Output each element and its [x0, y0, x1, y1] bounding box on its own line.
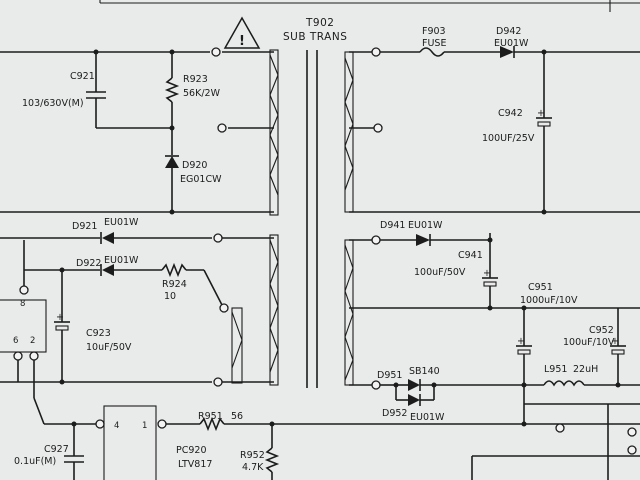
aux-winding: + [0, 232, 274, 387]
l951-value: 22uH [573, 364, 598, 375]
primary-snubber [0, 47, 274, 215]
c923-ref: C923 [86, 328, 111, 339]
r952-value: 4.7K [242, 462, 264, 473]
d922-ref: D922 [76, 258, 101, 269]
d941-value: EU01W [408, 220, 443, 231]
pc920-value: LTV817 [178, 459, 212, 470]
c942-value: 100UF/25V [482, 133, 535, 144]
ic-pin-6: 6 [13, 336, 18, 346]
c952-plus: + [611, 336, 619, 347]
l951-ref: L951 [544, 364, 567, 375]
transformer-ref: T902 [305, 17, 334, 29]
secondary-25v: + [349, 46, 640, 215]
c921-ref: C921 [70, 71, 95, 82]
c951-value: 1000uF/10V [520, 295, 578, 306]
d921-ref: D921 [72, 221, 97, 232]
pc920-ref: PC920 [176, 445, 207, 456]
warning-triangle-icon: ! [223, 16, 261, 49]
c952-value: 100uF/10V [563, 337, 615, 348]
r951-value: 56 [231, 411, 243, 422]
r952-ref: R952 [240, 450, 265, 461]
d920-value: EG01CW [180, 174, 222, 185]
c923-plus: + [56, 312, 64, 323]
c941-value: 100uF/50V [414, 267, 466, 278]
f903-ref: F903 [422, 26, 446, 37]
c951-ref: C951 [528, 282, 553, 293]
frame-lines [99, 0, 640, 12]
ic-pin-2: 2 [30, 336, 35, 346]
c921-value: 103/630V(M) [22, 98, 84, 109]
d951-ref: D951 [377, 370, 402, 381]
c923-value: 10uF/50V [86, 342, 132, 353]
secondary-10v: + + [349, 305, 640, 427]
control-ic [0, 240, 96, 425]
d922-value: EU01W [104, 255, 139, 266]
ic-pin-8: 8 [20, 299, 25, 309]
c942-plus: + [537, 108, 545, 119]
d952-value: EU01W [410, 412, 445, 423]
f903-value: FUSE [422, 38, 446, 49]
c941-plus: + [483, 268, 491, 279]
d951-value: SB140 [409, 366, 440, 377]
pc-pin-4: 4 [114, 421, 119, 431]
d942-ref: D942 [496, 26, 521, 37]
r924-ref: R924 [162, 279, 187, 290]
d920-ref: D920 [182, 160, 207, 171]
c942-ref: C942 [498, 108, 523, 119]
r951-ref: R951 [198, 411, 223, 422]
svg-text:!: ! [239, 34, 245, 49]
c927-ref: C927 [44, 444, 69, 455]
feedback-section [64, 404, 640, 480]
transformer-t902: T902 SUB TRANS [269, 17, 354, 388]
d941-ref: D941 [380, 220, 405, 231]
c927-value: 0.1uF(M) [14, 456, 56, 467]
d942-value: EU01W [494, 38, 529, 49]
r924-value: 10 [164, 291, 176, 302]
pc-pin-1: 1 [142, 421, 147, 431]
secondary-50v: + [349, 233, 640, 311]
r923-value: 56K/2W [183, 88, 221, 99]
transformer-name: SUB TRANS [283, 31, 347, 43]
r923-ref: R923 [183, 74, 208, 85]
d952-ref: D952 [382, 408, 407, 419]
c952-ref: C952 [589, 325, 614, 336]
d921-value: EU01W [104, 217, 139, 228]
c941-ref: C941 [458, 250, 483, 261]
c951-plus: + [517, 336, 525, 347]
